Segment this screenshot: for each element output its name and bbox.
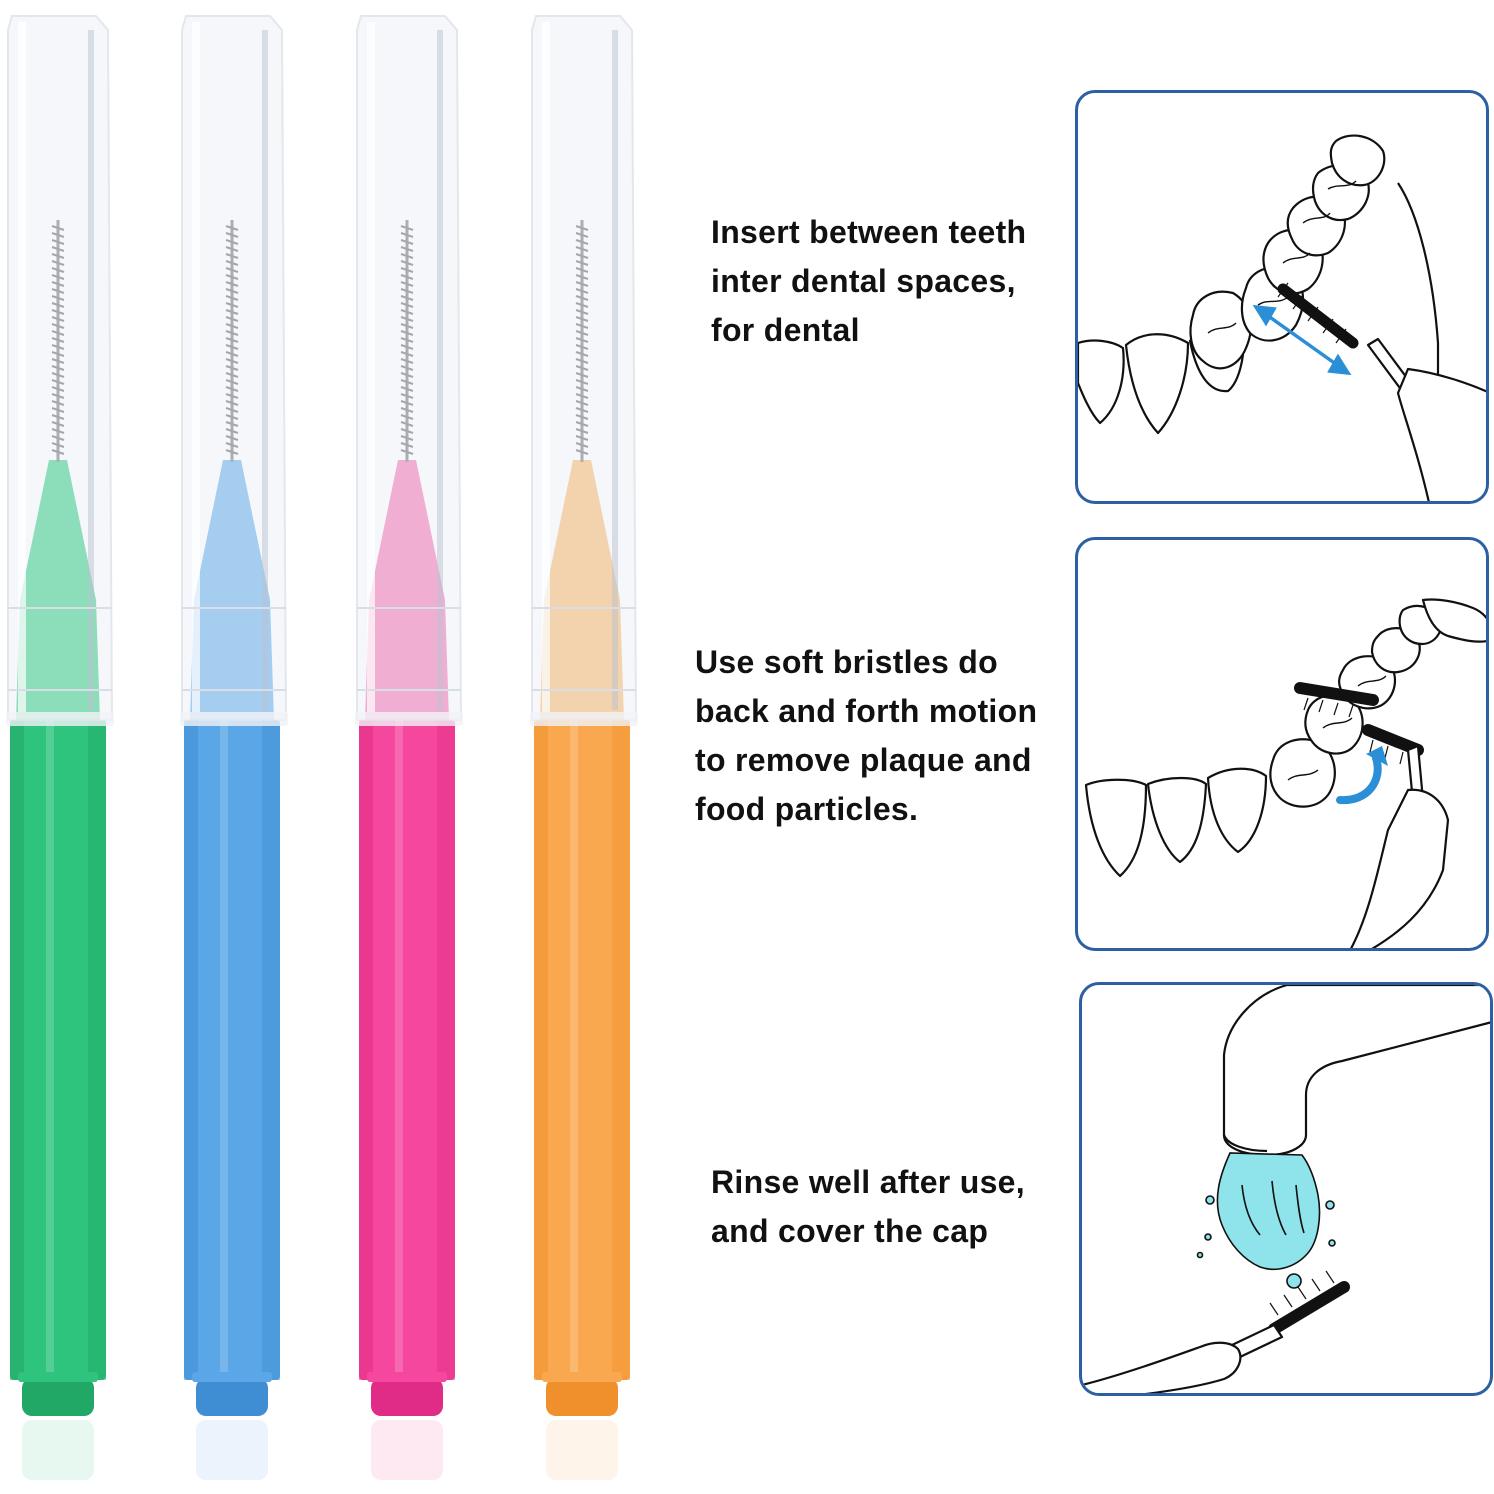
rinse-illustration-panel <box>1079 982 1493 1396</box>
motion-illustration-panel <box>1075 537 1489 951</box>
brush-orange <box>530 15 638 1480</box>
brush-pink <box>355 15 463 1480</box>
step-2-line: food particles. <box>695 791 919 827</box>
brush-motion-illustration <box>1084 598 1486 948</box>
step-2-line: back and forth motion <box>695 693 1038 729</box>
step-2-line: Use soft bristles do <box>695 644 998 680</box>
step-1-line: Insert between teeth <box>711 214 1027 250</box>
step-3-line: Rinse well after use, <box>711 1164 1025 1200</box>
brush-green <box>6 15 114 1480</box>
insert-between-teeth-illustration <box>1078 134 1486 501</box>
brushes-photo <box>6 15 638 1480</box>
step-1-text: Insert between teeth inter dental spaces… <box>711 208 1026 355</box>
step-1-line: for dental <box>711 312 860 348</box>
insert-illustration-panel <box>1075 90 1489 504</box>
step-1-line: inter dental spaces, <box>711 263 1016 299</box>
rinse-under-tap-illustration <box>1082 985 1490 1393</box>
step-3-line: and cover the cap <box>711 1213 989 1249</box>
brush-blue <box>180 15 288 1480</box>
step-3-text: Rinse well after use, and cover the cap <box>711 1158 1025 1256</box>
step-2-line: to remove plaque and <box>695 742 1032 778</box>
step-2-text: Use soft bristles do back and forth moti… <box>695 638 1037 834</box>
